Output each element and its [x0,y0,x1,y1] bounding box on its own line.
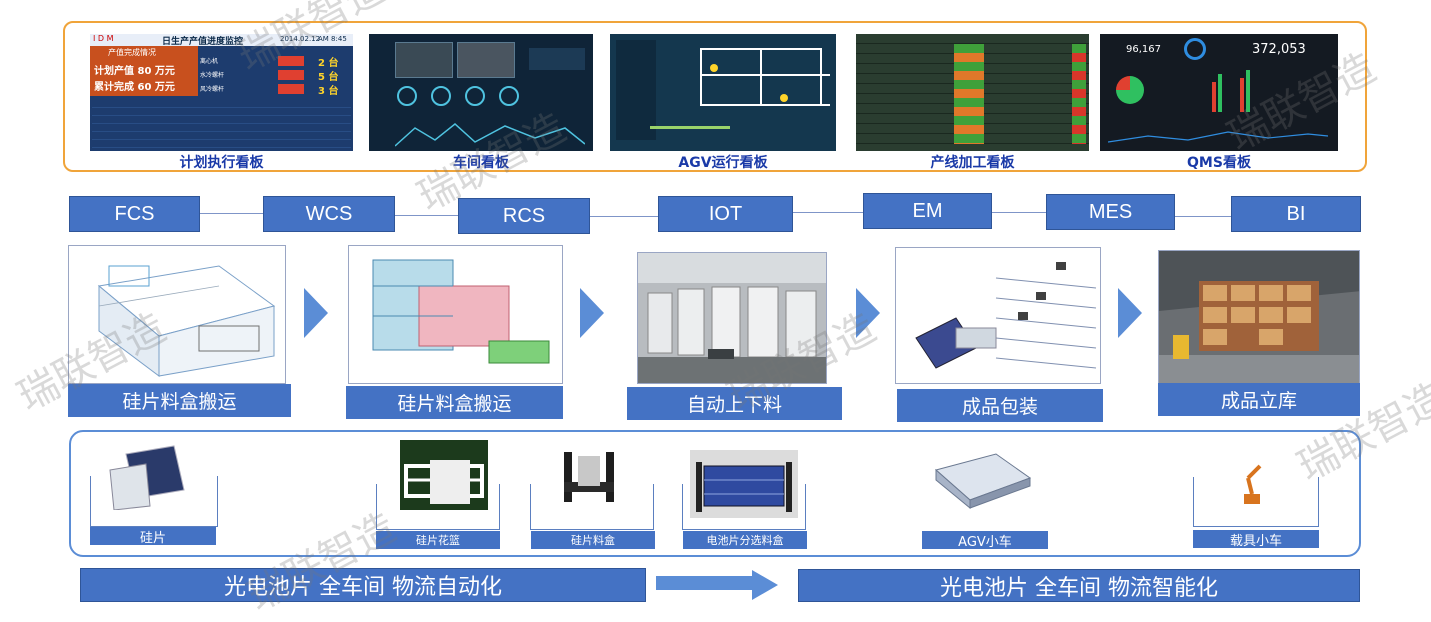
qms-number-2: 372,053 [1252,42,1306,57]
carrier-label-wafer-box: 硅片料盒 [531,531,655,549]
process-image-packaging [895,247,1101,384]
carrier-box-wafer [90,476,218,527]
flow-arrow-3 [856,288,880,338]
carrier-box-wafer-box [530,484,654,530]
dashboard-plan-execution[interactable]: I D M 日生产产值进度监控 2014.02.12 AM 8:45 产值完成情… [90,34,353,151]
carrier-label-cell-sort: 电池片分选料盒 [683,531,807,549]
system-em[interactable]: EM [863,193,992,229]
planned-output: 计划产值 80 万元 [94,66,175,77]
dashboard-date: 2014.02.12 [280,35,321,43]
process-image-warehouse [1158,250,1360,384]
wafer-box-image [554,446,624,508]
bottom-bar-intelligence: 光电池片 全车间 物流智能化 [798,569,1360,602]
robot-cart-image [1236,458,1266,506]
carrier-label-agv: AGV小车 [922,531,1048,550]
process-image-wafer-box-handling-1 [68,245,286,384]
carrier-box-cell-sort [682,484,806,530]
agv-image [926,448,1034,512]
dashboard-agv[interactable] [610,34,836,151]
wafer-image [106,440,188,511]
system-rcs[interactable]: RCS [458,198,590,234]
system-mes[interactable]: MES [1046,194,1175,230]
carrier-frame [69,430,1361,557]
dashboard-frame [63,21,1367,172]
process-image-auto-loading [637,252,827,384]
process-image-wafer-box-handling-2 [348,245,563,384]
carrier-label-wafer: 硅片 [90,527,216,546]
system-fcs[interactable]: FCS [69,196,200,232]
dashboard-label-line: 产线加工看板 [930,155,1015,171]
dashboard-workshop[interactable] [369,34,593,151]
carrier-box-basket [376,484,500,530]
dashboard-qms[interactable]: 96,167 372,053 [1100,34,1338,151]
process-label-1: 硅片料盒搬运 [68,384,291,417]
process-label-3: 自动上下料 [627,387,842,420]
flow-arrow-2 [580,288,604,338]
system-bi[interactable]: BI [1231,196,1361,232]
bottom-bar-automation: 光电池片 全车间 物流自动化 [80,568,646,602]
flow-arrow-4 [1118,288,1142,338]
system-iot[interactable]: IOT [658,196,793,232]
process-label-4: 成品包装 [897,389,1103,422]
dashboard-title: 日生产产值进度监控 [162,37,244,47]
dashboard-label-qms: QMS看板 [1187,155,1251,171]
cell-sort-box-image [690,450,798,518]
carrier-label-cart: 载具小车 [1193,530,1319,549]
dashboard-label-plan: 计划执行看板 [179,155,264,171]
dashboard-label-agv: AGV运行看板 [678,155,768,171]
dashboard-time: AM 8:45 [318,35,347,43]
process-label-2: 硅片料盒搬运 [346,386,563,419]
completed-output: 累计完成 60 万元 [94,82,175,93]
transition-arrow-head [752,570,778,600]
flow-arrow-1 [304,288,328,338]
process-label-5: 成品立库 [1158,383,1360,416]
transition-arrow-shaft [656,576,756,590]
basket-image [400,440,488,510]
dashboard-label-workshop: 车间看板 [453,155,509,171]
carrier-label-basket: 硅片花篮 [376,531,500,549]
dashboard-line-processing[interactable] [856,34,1089,151]
qms-number-1: 96,167 [1126,44,1161,55]
system-wcs[interactable]: WCS [263,196,395,232]
carrier-box-cart [1193,477,1319,527]
output-section-title: 产值完成情况 [108,48,156,57]
